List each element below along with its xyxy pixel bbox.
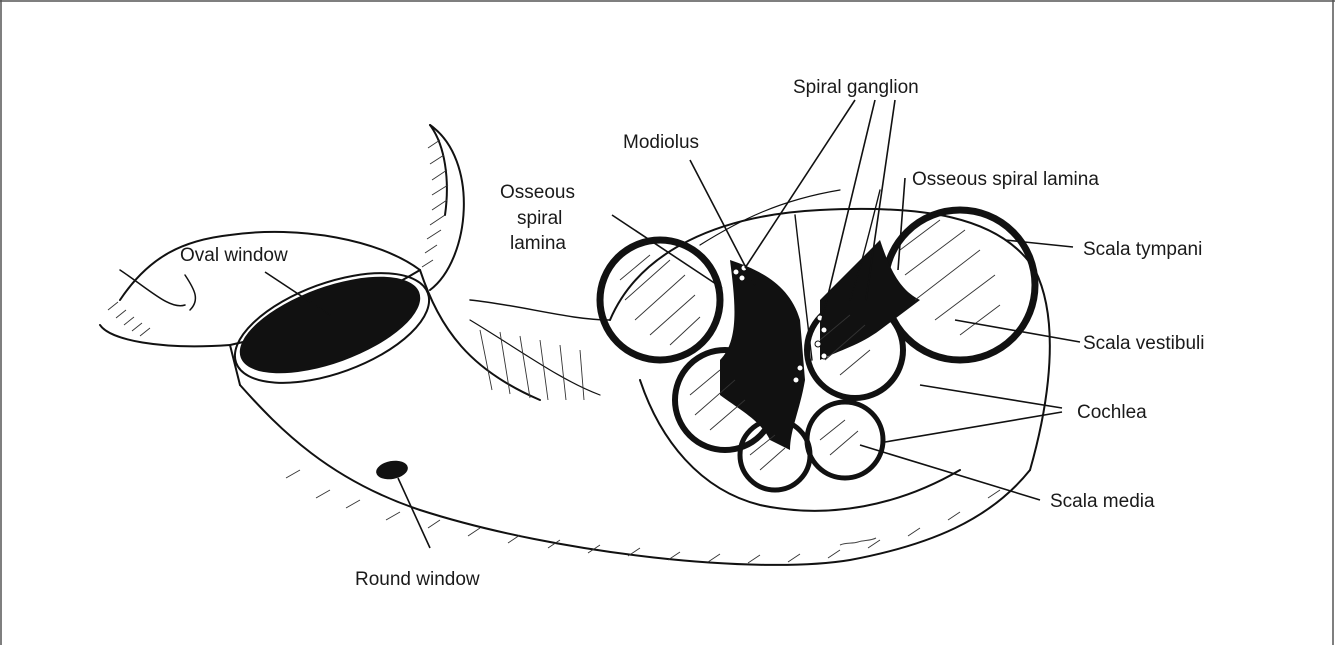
label-oval-window: Oval window bbox=[180, 245, 288, 266]
label-scala-tympani: Scala tympani bbox=[1083, 239, 1202, 260]
label-scala-media: Scala media bbox=[1050, 491, 1155, 512]
oval-window-shape bbox=[228, 257, 433, 393]
label-scala-vestibuli: Scala vestibuli bbox=[1083, 333, 1204, 354]
leader-cochlea-a bbox=[920, 385, 1062, 408]
leader-cochlea-b bbox=[885, 412, 1062, 442]
leader-modiolus bbox=[690, 160, 755, 285]
label-osseous-spiral-lamina-left-line1: Osseous bbox=[500, 182, 575, 203]
label-osseous-spiral-lamina-left-line2: spiral bbox=[517, 208, 562, 229]
label-osseous-spiral-lamina-left-line3: lamina bbox=[510, 233, 566, 254]
label-osseous-spiral-lamina-right: Osseous spiral lamina bbox=[912, 169, 1099, 190]
leader-osseous-spiral-lamina-right bbox=[898, 178, 905, 270]
leader-scala-vestibuli bbox=[955, 320, 1080, 342]
cochlea-section-drawing bbox=[600, 190, 1050, 511]
round-window-shape bbox=[375, 458, 410, 481]
leader-spiral-ganglion-a bbox=[745, 100, 855, 268]
leader-scala-media bbox=[860, 445, 1040, 500]
label-round-window: Round window bbox=[355, 569, 480, 590]
label-spiral-ganglion: Spiral ganglion bbox=[793, 77, 919, 98]
label-cochlea: Cochlea bbox=[1077, 402, 1147, 423]
leader-round-window bbox=[398, 478, 430, 548]
label-modiolus: Modiolus bbox=[623, 132, 699, 153]
leader-scala-tympani bbox=[1005, 240, 1073, 247]
